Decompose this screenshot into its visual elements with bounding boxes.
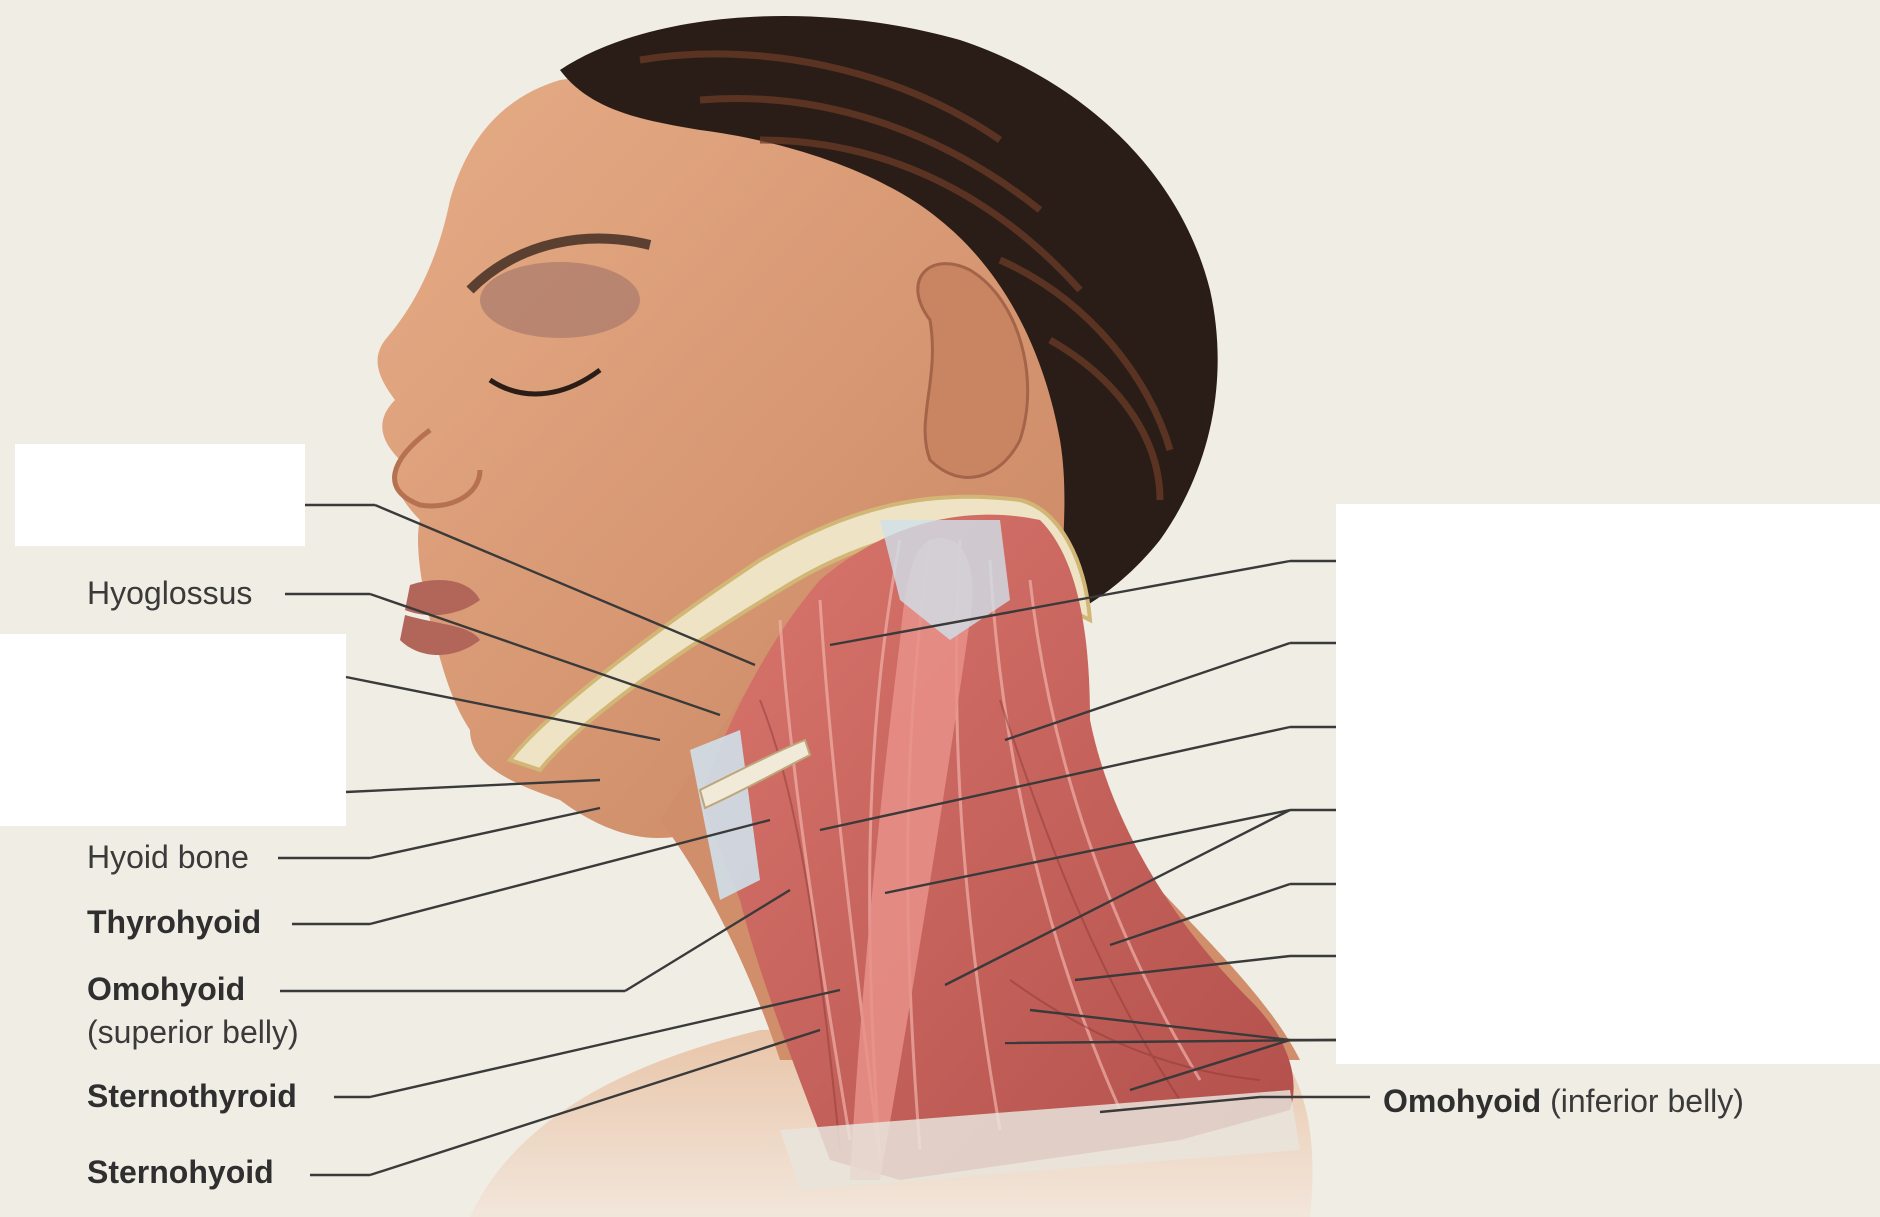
label-sternohyoid-name: Sternohyoid	[87, 1154, 274, 1190]
label-hyoglossus: Hyoglossus	[87, 574, 252, 612]
label-omohyoid-inferior: Omohyoid (inferior belly)	[1383, 1082, 1744, 1120]
label-sternothyroid-name: Sternothyroid	[87, 1078, 297, 1114]
label-omohyoid-superior-note: (superior belly)	[87, 1013, 299, 1051]
label-omohyoid-superior-name: Omohyoid	[87, 971, 245, 1007]
label-omohyoid-inferior-name: Omohyoid	[1383, 1083, 1541, 1119]
label-hyoid-bone: Hyoid bone	[87, 838, 249, 876]
label-thyrohyoid-name: Thyrohyoid	[87, 904, 261, 940]
label-omohyoid-inferior-note: (inferior belly)	[1550, 1083, 1744, 1119]
label-sternohyoid: Sternohyoid	[87, 1153, 274, 1191]
label-sternothyroid: Sternothyroid	[87, 1077, 297, 1115]
label-thyrohyoid: Thyrohyoid	[87, 903, 261, 941]
label-omohyoid-superior: Omohyoid	[87, 970, 245, 1008]
